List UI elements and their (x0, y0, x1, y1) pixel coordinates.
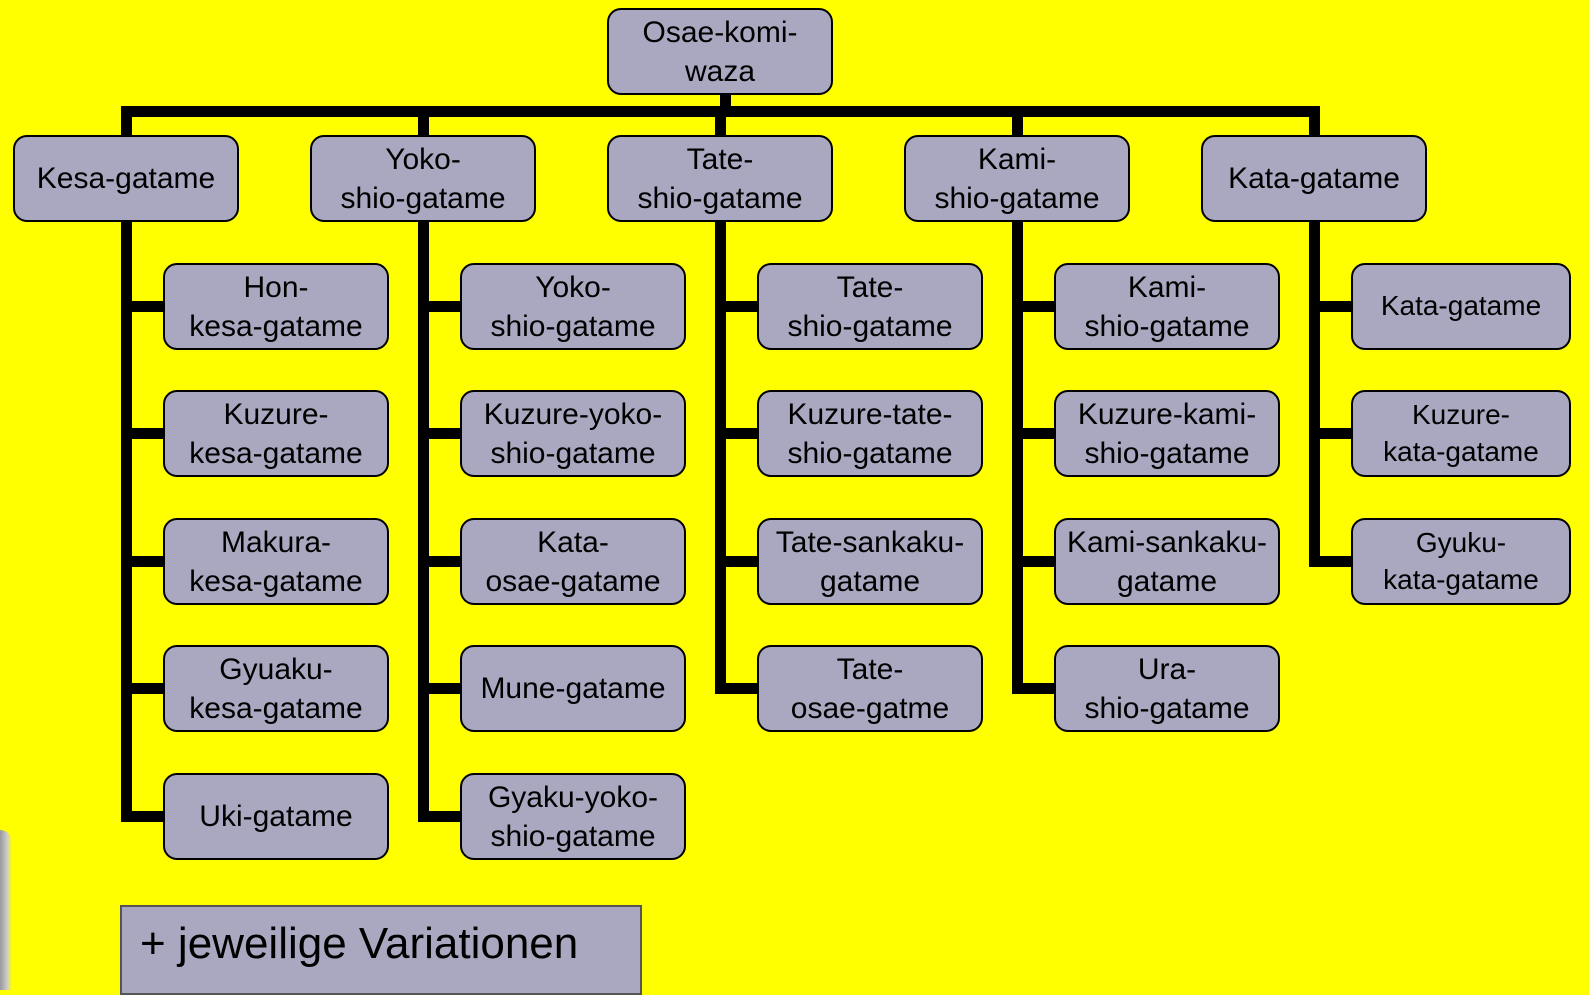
group-node-1: Yoko- shio-gatame (310, 135, 536, 222)
child-connector-2-0 (714, 301, 757, 312)
child-connector-0-3 (120, 683, 163, 694)
child-node-2-1: Kuzure-tate- shio-gatame (757, 390, 983, 477)
child-node-0-4: Uki-gatame (163, 773, 389, 860)
group-node-0: Kesa-gatame (13, 135, 239, 222)
child-node-0-2: Makura- kesa-gatame (163, 518, 389, 605)
child-node-0-3: Gyuaku- kesa-gatame (163, 645, 389, 732)
child-node-0-0: Hon- kesa-gatame (163, 263, 389, 350)
child-connector-2-1 (714, 428, 757, 439)
child-connector-1-4 (417, 811, 460, 822)
group-spine-2 (714, 220, 726, 694)
child-node-3-3: Ura- shio-gatame (1054, 645, 1280, 732)
child-node-1-1: Kuzure-yoko- shio-gatame (460, 390, 686, 477)
group-connector-3 (1011, 106, 1023, 136)
group-spine-0 (120, 220, 132, 822)
child-connector-4-0 (1308, 301, 1351, 312)
child-connector-1-3 (417, 683, 460, 694)
child-connector-3-2 (1011, 556, 1054, 567)
root-node: Osae-komi-waza (607, 8, 833, 95)
group-node-3: Kami- shio-gatame (904, 135, 1130, 222)
child-node-2-2: Tate-sankaku- gatame (757, 518, 983, 605)
child-connector-2-2 (714, 556, 757, 567)
child-node-3-2: Kami-sankaku- gatame (1054, 518, 1280, 605)
child-connector-3-3 (1011, 683, 1054, 694)
group-connector-2 (714, 106, 726, 136)
group-spine-1 (417, 220, 429, 822)
child-connector-1-1 (417, 428, 460, 439)
child-node-1-4: Gyaku-yoko- shio-gatame (460, 773, 686, 860)
child-connector-4-2 (1308, 556, 1351, 567)
group-node-4: Kata-gatame (1201, 135, 1427, 222)
edge-image-fragment (0, 830, 12, 990)
child-node-4-1: Kuzure- kata-gatame (1351, 390, 1571, 477)
root-connector (720, 92, 731, 116)
child-connector-0-2 (120, 556, 163, 567)
child-connector-1-0 (417, 301, 460, 312)
variations-note: + jeweilige Variationen (120, 905, 642, 995)
child-node-2-0: Tate- shio-gatame (757, 263, 983, 350)
child-node-2-3: Tate- osae-gatme (757, 645, 983, 732)
child-node-4-2: Gyuku- kata-gatame (1351, 518, 1571, 605)
child-connector-4-1 (1308, 428, 1351, 439)
group-connector-0 (120, 106, 132, 136)
group-spine-3 (1011, 220, 1023, 694)
child-connector-3-1 (1011, 428, 1054, 439)
child-node-0-1: Kuzure- kesa-gatame (163, 390, 389, 477)
child-connector-0-1 (120, 428, 163, 439)
group-connector-4 (1308, 106, 1320, 136)
child-connector-1-2 (417, 556, 460, 567)
group-connector-1 (417, 106, 429, 136)
group-node-2: Tate- shio-gatame (607, 135, 833, 222)
child-connector-0-0 (120, 301, 163, 312)
child-node-1-2: Kata- osae-gatame (460, 518, 686, 605)
child-node-1-0: Yoko- shio-gatame (460, 263, 686, 350)
child-node-4-0: Kata-gatame (1351, 263, 1571, 350)
group-spine-4 (1308, 220, 1320, 567)
child-connector-3-0 (1011, 301, 1054, 312)
child-node-1-3: Mune-gatame (460, 645, 686, 732)
child-node-3-0: Kami- shio-gatame (1054, 263, 1280, 350)
child-node-3-1: Kuzure-kami- shio-gatame (1054, 390, 1280, 477)
child-connector-0-4 (120, 811, 163, 822)
child-connector-2-3 (714, 683, 757, 694)
